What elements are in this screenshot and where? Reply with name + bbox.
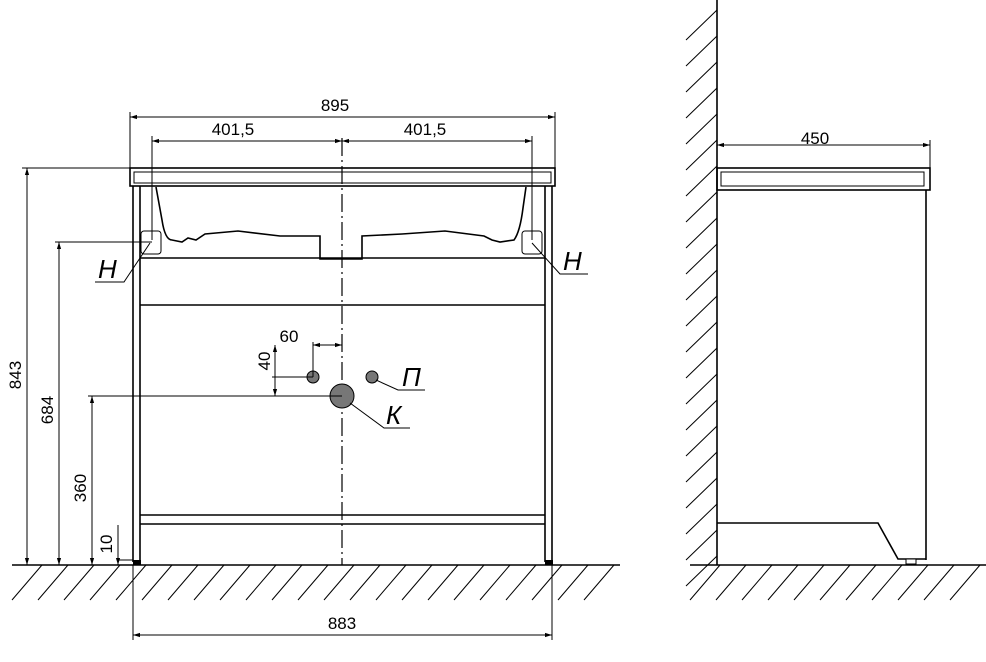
dim-label: 10 [97,535,116,554]
dim-leg-span: 883 [132,565,553,640]
floor-side [689,564,986,601]
dim-depth: 450 [717,129,931,168]
hatch-line [271,564,303,601]
hatch-line [685,347,718,379]
side-view-cabinet [716,167,931,565]
hatch-line [193,564,225,601]
hatch-line [11,564,43,601]
hatch-line [685,295,718,327]
callout-label: П [402,362,421,392]
hatch-line [685,9,718,41]
hatch-line [923,564,955,601]
dim-label: 401,5 [404,120,447,139]
dim-label: 843 [6,361,25,389]
dim-label: 401,5 [212,120,255,139]
hatch-line [63,564,95,601]
dim-label: 883 [328,614,356,633]
hatch-line [685,373,718,405]
hatch-line [685,529,718,561]
hatch-line [897,564,929,601]
hatch-line [531,564,563,601]
hatch-line [453,564,485,601]
hatch-line [685,321,718,353]
dim-label: 60 [280,327,299,346]
dim-height-drain: 360 [71,395,342,565]
hatch-line [375,564,407,601]
hatch-line [767,564,799,601]
hatch-line [871,564,903,601]
hatch-line [685,113,718,145]
hatch-line [115,564,147,601]
hatch-line [685,87,718,119]
dim-label: 895 [321,96,349,115]
hatch-line [323,564,355,601]
hatch-line [685,217,718,249]
hatch-line [685,139,718,171]
hatch-line [715,564,747,601]
dim-half-widths: 401,5 401,5 [151,120,533,240]
hatch-line [685,165,718,197]
hatch-line [89,564,121,601]
supply-pipe-right [365,370,379,384]
hatch-line [685,425,718,457]
callout-mount-right: Н [531,242,588,276]
hatch-line [741,564,773,601]
hatch-line [685,477,718,509]
foot-left [133,560,141,565]
hatch-line [685,61,718,93]
hatch-line [685,35,718,67]
hatch-line [557,564,589,601]
dim-pipe-offset-y: 40 [255,345,313,396]
hatch-line [685,399,718,431]
dim-label: 684 [38,396,57,424]
hatch-line [793,564,825,601]
hatch-line [949,564,981,601]
front-view-cabinet [129,138,556,565]
foot-side [905,558,917,565]
hatch-line [505,564,537,601]
dim-pipe-offset-x: 60 [280,327,342,377]
hatch-line [845,564,877,601]
hatch-line [685,243,718,275]
hatch-line [685,451,718,483]
hatch-line [685,269,718,301]
hatch-line [245,564,277,601]
hatch-line [427,564,459,601]
hatch-line [167,564,199,601]
callout-water-supply: П [375,362,425,392]
dim-label: 40 [255,352,274,371]
dim-foot-height: 10 [97,525,133,565]
hatch-line [141,564,173,601]
dim-label: 360 [71,474,90,502]
callout-label: Н [98,254,117,284]
wall-side [685,0,718,587]
hatch-line [219,564,251,601]
countertop-side [716,167,931,191]
callout-drain: К [349,400,410,430]
hatch-line [685,503,718,535]
floor-front [11,564,620,601]
callout-mount-left: Н [95,242,151,284]
foot-right [545,560,553,565]
dim-total-width: 895 [129,96,556,168]
hatch-line [689,564,721,601]
callout-label: Н [563,246,582,276]
hatch-line [401,564,433,601]
dim-height-supply: 684 [38,241,152,565]
hatch-line [819,564,851,601]
dim-height-total: 843 [6,167,130,565]
hatch-line [37,564,69,601]
hatch-line [685,191,718,223]
hatch-line [297,564,329,601]
hatch-line [479,564,511,601]
dim-label: 450 [801,129,829,148]
hatch-line [685,555,718,587]
callout-label: К [386,400,403,430]
hatch-line [583,564,615,601]
sink-basin [155,186,527,260]
hatch-line [349,564,381,601]
